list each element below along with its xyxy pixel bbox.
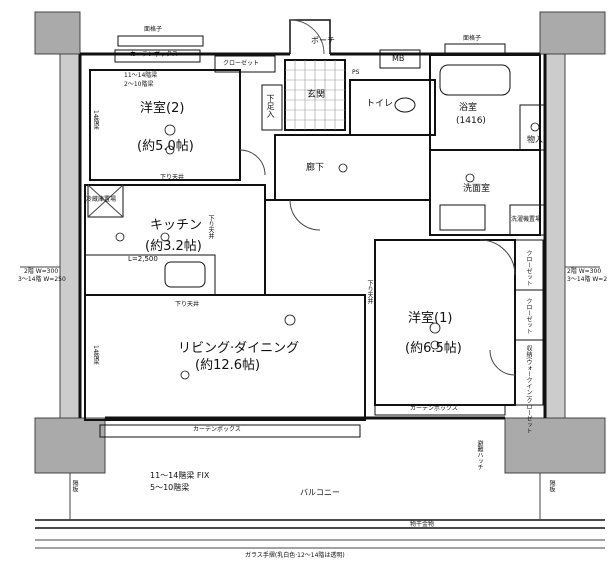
floors-11-14-fix: 11〜14階梁 FIX (150, 471, 210, 480)
room-kitchen-size: (約3.2帖) (145, 239, 202, 254)
column-top-right (539, 11, 606, 55)
laundry-box (509, 204, 546, 236)
door-living (289, 199, 321, 231)
floors-2-10-top: 2〜10階梁 (124, 81, 154, 88)
left-w2-label: 3〜14階 W=250 (18, 276, 66, 283)
grille-top (117, 35, 204, 47)
grille-right-label: 面格子 (463, 35, 482, 42)
grille-top-label: 面格子 (144, 26, 163, 33)
drop-ceiling-1: 下り天井 (160, 174, 185, 181)
closet-right3 (514, 339, 544, 406)
room-western2-size: (約5.0帖) (137, 139, 194, 154)
laundry-label: 洗濯機置場 (511, 216, 542, 223)
room-living-size: (約12.6帖) (195, 358, 261, 373)
handrail-label: 物干金物 (410, 521, 435, 528)
floors-5-10: 5〜10階梁 (150, 483, 190, 492)
room-western2-name: 洋室(2) (140, 101, 185, 116)
floors-11-14-top: 11〜14階梁 (124, 72, 158, 79)
room-kitchen-name: キッチン (150, 218, 203, 233)
right-w2-label: 3〜14階 W=2 (567, 276, 608, 283)
living-wall (264, 199, 375, 295)
dimension-l: L=2,500 (128, 255, 158, 263)
curtain-box-w1 (374, 404, 506, 416)
washroom-room (429, 149, 541, 236)
curtain-box-living (99, 424, 361, 438)
washbasin (439, 204, 486, 231)
porch-label: ポーチ (311, 36, 335, 45)
glass-note: ガラス手摺(乳白色·12〜14階は透明) (245, 552, 345, 559)
shoe-storage-label: 下足入 (266, 94, 275, 118)
column-left-mid (59, 53, 81, 419)
closet-right3-label: 収納(ウォークイン)クローゼット (525, 345, 532, 434)
curtain-box-top-label: カーテンボックス (130, 51, 178, 58)
divider-right: 隔板 (548, 480, 555, 492)
closet-top-label: クローゼット (223, 60, 260, 67)
divider-left: 隔板 (71, 480, 78, 492)
column-right-mid (544, 53, 566, 419)
mb-label: MB (392, 54, 405, 63)
room-toilet-label: トイレ (366, 99, 394, 109)
curtain-box-top (114, 49, 201, 63)
entrance-tiles (285, 60, 345, 130)
balcony-glass (35, 539, 605, 549)
drop-ceiling-2: 下り天井 (207, 215, 214, 239)
light-fixtures (115, 122, 540, 380)
hallway-room (274, 134, 431, 201)
door-w1b (489, 349, 516, 376)
fridge-box (87, 184, 124, 218)
room-bathroom-size: (1416) (456, 116, 486, 126)
room-bathroom-label: 浴室 (459, 103, 478, 113)
bathtub (439, 64, 511, 96)
room-entrance-label: 玄関 (307, 90, 326, 100)
living-room (84, 294, 366, 421)
left-w-label: 2階 W=300 (24, 268, 59, 275)
door-w1 (479, 239, 516, 276)
room-western1-size: (約6.5帖) (405, 341, 462, 356)
closet-right1-label: クローゼット (525, 250, 532, 286)
room-hallway-label: 廊下 (306, 163, 325, 173)
closet-right2-label: クローゼット (525, 298, 532, 334)
shoe-storage-box (261, 84, 283, 131)
evac-hatch: 避難ハッチ (476, 440, 483, 470)
bathroom-room (429, 54, 541, 151)
storage-label: 物入 (527, 135, 543, 144)
room-washroom-label: 洗面室 (463, 184, 491, 194)
grille-right (444, 43, 506, 55)
toilet-fixture (394, 97, 416, 113)
beam-14-left: 14階梁 (92, 110, 99, 130)
mb-box (379, 49, 421, 69)
closet-top (214, 55, 276, 73)
column-top-left (34, 11, 81, 55)
balcony-outline (35, 519, 605, 529)
door-western2 (239, 149, 266, 176)
curtain-box-living-label: カーテンボックス (193, 426, 241, 433)
room-western2 (89, 69, 241, 181)
beam-14-left2: 14階梁 (92, 345, 99, 365)
ps-label: PS (352, 69, 360, 76)
right-w-label: 2階 W=300 (567, 268, 602, 275)
porch-door (289, 19, 331, 54)
column-bottom-left (34, 417, 106, 474)
curtain-box-w1-label: カーテンボックス (410, 405, 458, 412)
room-western1-name: 洋室(1) (408, 311, 453, 326)
kitchen-sink (164, 261, 206, 288)
room-living-name: リビング·ダイニング (178, 341, 300, 356)
drop-ceiling-4: 下り天井 (175, 301, 200, 308)
drop-ceiling-3: 下り天井 (366, 280, 373, 304)
fridge-label: 冷蔵庫置場 (86, 196, 117, 203)
column-bottom-right (504, 417, 606, 474)
balcony-label: バルコニー (300, 488, 340, 497)
